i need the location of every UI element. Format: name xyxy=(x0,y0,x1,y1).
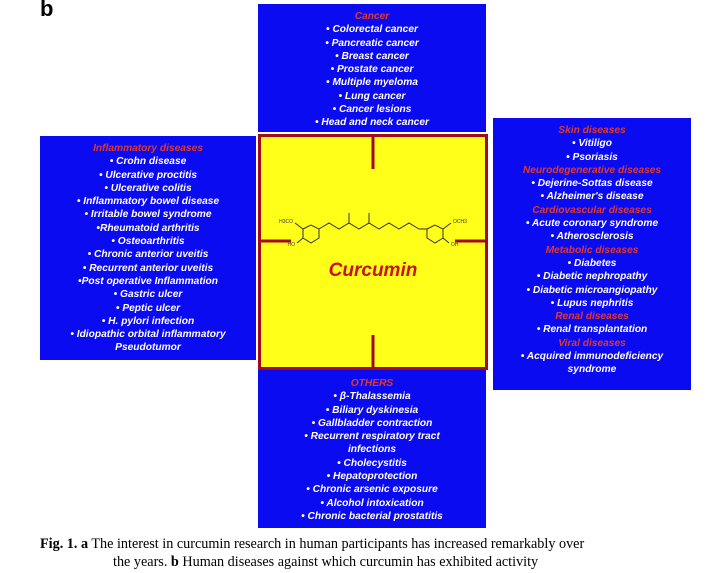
group-heading: Viral diseases xyxy=(558,337,626,349)
center-diagram: H3CO OCH3 HO OH xyxy=(261,137,485,367)
list-item: • Cancer lesions xyxy=(332,104,412,116)
list-item: infections xyxy=(347,444,397,456)
list-item: • Pancreatic cancer xyxy=(325,37,419,49)
list-item: • Gallbladder contraction xyxy=(311,417,433,429)
list-item: • Gastric ulcer xyxy=(113,289,183,301)
box-heading: Cancer xyxy=(354,11,390,22)
others-box: OTHERS • β-Thalassemia• Biliary dyskines… xyxy=(258,370,486,528)
list-item: • Vitiligo xyxy=(572,138,612,150)
list-item: • Colorectal cancer xyxy=(326,24,418,36)
list-item: • Lung cancer xyxy=(338,90,406,102)
caption-fig-label: Fig. 1. xyxy=(40,536,78,552)
list-item: • Peptic ulcer xyxy=(115,302,181,314)
curcumin-center-panel: H3CO OCH3 HO OH Curcumin xyxy=(258,134,488,370)
list-item: • Head and neck cancer xyxy=(315,117,429,129)
list-item: • Crohn disease xyxy=(109,156,187,168)
curcumin-title: Curcumin xyxy=(328,260,418,281)
list-item: • Hepatoprotection xyxy=(326,471,418,483)
group-heading: Cardiovascular diseases xyxy=(532,204,652,216)
hydroxyl-right-label: OH xyxy=(451,242,459,248)
list-item: •Post operative Inflammation xyxy=(78,275,218,287)
item-list: • Colorectal cancer• Pancreatic cancer• … xyxy=(258,23,486,129)
box-heading: OTHERS xyxy=(350,378,394,389)
list-item: • Recurrent anterior uveitis xyxy=(82,262,214,274)
list-item: • Ulcerative colitis xyxy=(104,182,192,194)
caption-a-text: The interest in curcumin research in hum… xyxy=(91,536,585,552)
list-item: • Acute coronary syndrome xyxy=(525,218,659,230)
list-item: • Chronic arsenic exposure xyxy=(306,484,438,496)
item-list: • Crohn disease• Ulcerative proctitis• U… xyxy=(40,155,256,354)
cancer-box: Cancer • Colorectal cancer• Pancreatic c… xyxy=(258,4,486,132)
caption-line-2: the years. b Human diseases against whic… xyxy=(40,553,700,571)
list-item: • Chronic bacterial prostatitis xyxy=(301,510,443,522)
list-item: • Irritable bowel syndrome xyxy=(84,209,212,221)
group-heading: Skin diseases xyxy=(558,125,626,136)
curcumin-structure-icon xyxy=(294,213,452,244)
list-item: • Lupus nephritis xyxy=(550,297,634,309)
group-heading: Neurodegenerative diseases xyxy=(522,164,662,176)
list-item: • Dejerine-Sottas disease xyxy=(531,178,653,190)
list-item: • Diabetic nephropathy xyxy=(536,271,648,283)
list-item: • Psoriasis xyxy=(566,151,618,163)
list-item: • Cholecystitis xyxy=(337,457,407,469)
caption-a-label: a xyxy=(80,536,89,552)
caption-line-1: Fig. 1. a The interest in curcumin resea… xyxy=(40,535,700,553)
inflammatory-box: Inflammatory diseases • Crohn disease• U… xyxy=(40,136,256,360)
methoxy-right-label: OCH3 xyxy=(453,219,467,225)
list-item: • β-Thalassemia xyxy=(333,391,411,403)
list-item: • Chronic anterior uveitis xyxy=(87,249,209,261)
methoxy-left-label: H3CO xyxy=(279,219,293,225)
list-item: • Renal transplantation xyxy=(536,324,648,336)
list-item: • H. pylori infection xyxy=(101,315,195,327)
list-item: syndrome xyxy=(567,364,617,376)
list-item: • Prostate cancer xyxy=(330,64,414,76)
list-item: • Alzheimer's disease xyxy=(540,191,644,203)
list-item: • Inflammatory bowel disease xyxy=(76,196,220,208)
list-item: •Rheumatoid arthritis xyxy=(96,222,200,234)
list-item: • Multiple myeloma xyxy=(326,77,418,89)
list-item: Pseudotumor xyxy=(115,342,181,354)
list-item: • Alcohol intoxication xyxy=(320,497,424,509)
group-heading: Metabolic diseases xyxy=(545,244,639,256)
list-item: • Acquired immunodeficiency xyxy=(520,351,664,363)
list-item: • Idiopathic orbital inflammatory xyxy=(70,329,226,341)
list-item: • Recurrent respiratory tract xyxy=(304,431,440,443)
item-list: • β-Thalassemia• Biliary dyskinesia• Gal… xyxy=(258,390,486,523)
list-item: • Breast cancer xyxy=(335,50,409,62)
caption-b-text: Human diseases against which curcumin ha… xyxy=(182,554,539,570)
figure-caption: Fig. 1. a The interest in curcumin resea… xyxy=(40,535,700,571)
caption-b-label: b xyxy=(170,554,179,570)
hydroxyl-left-label: HO xyxy=(288,242,296,248)
list-item: • Osteoarthritis xyxy=(111,236,185,248)
panel-label: b xyxy=(40,0,54,21)
list-item: • Biliary dyskinesia xyxy=(325,404,419,416)
caption-line2-start: the years. xyxy=(113,554,168,570)
box-heading: Inflammatory diseases xyxy=(93,143,203,154)
list-item: • Ulcerative proctitis xyxy=(98,169,198,181)
group-heading: Renal diseases xyxy=(555,311,629,323)
list-item: • Diabetic microangiopathy xyxy=(526,284,658,296)
list-item: • Diabetes xyxy=(567,257,617,269)
list-item: • Atherosclerosis xyxy=(550,231,634,243)
